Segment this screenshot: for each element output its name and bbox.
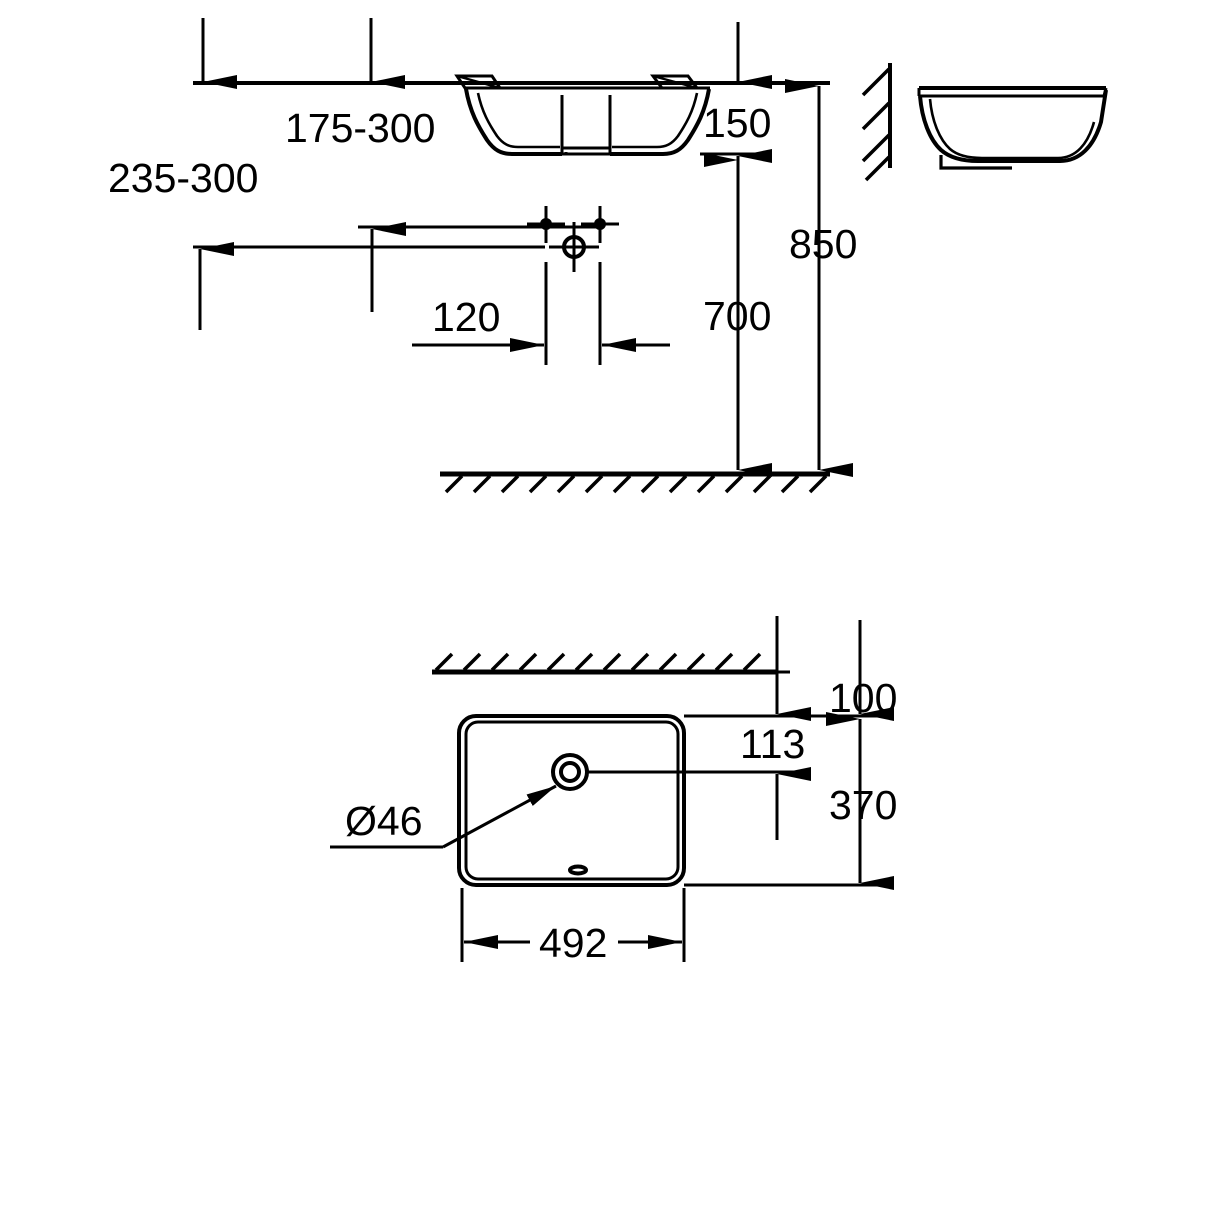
- upper-assembly-view: 175-300 235-300 150 850 700: [108, 18, 1108, 494]
- dim-tap-spacing: 120: [432, 294, 500, 340]
- dim-drain-diameter: Ø46: [345, 798, 423, 844]
- floor-line-hatched: [440, 471, 830, 494]
- side-view-wall-hatch: [861, 63, 892, 182]
- side-view-basin: [917, 86, 1108, 170]
- plan-view: Ø46 100 113 370: [330, 616, 897, 966]
- dim-floor-to-rim: 850: [789, 221, 857, 267]
- dim-tap-depth-range: 175-300: [285, 105, 435, 151]
- plan-overflow-slot: [568, 864, 588, 876]
- center-mark-outlet: [549, 222, 599, 272]
- tap-hole-dimension-block: 120: [193, 206, 670, 365]
- dim-basin-depth-plan: 370: [829, 782, 897, 828]
- plan-drain-hole: [551, 753, 589, 791]
- tap-depth-label: 175-300: [285, 105, 435, 151]
- dim-492-group: 492: [460, 888, 686, 966]
- dim-370-group: 370: [684, 712, 897, 890]
- dim-113-group: 113: [588, 721, 811, 840]
- basin-cross-section: [454, 74, 711, 156]
- basin-depth-label: 235-300: [108, 155, 258, 201]
- dim-wall-to-basin: 100: [829, 675, 897, 721]
- dim-150-group: 150: [700, 22, 772, 225]
- plan-basin-outline: [457, 714, 686, 887]
- dim-floor-to-outlet: 700: [703, 293, 771, 339]
- plan-wall-hatched: [432, 652, 777, 675]
- center-mark-left: [527, 206, 565, 243]
- dim-wall-to-drain: 113: [740, 721, 805, 767]
- dim-700-group: 700: [703, 153, 772, 477]
- dim-rim-to-tap: 150: [703, 100, 771, 146]
- center-mark-right: [581, 206, 619, 243]
- dim-basin-width: 492: [539, 920, 607, 966]
- diameter-leader: Ø46: [330, 784, 557, 849]
- dim-850-group: 850: [785, 79, 857, 477]
- dim-basin-depth-range: 235-300: [108, 155, 258, 201]
